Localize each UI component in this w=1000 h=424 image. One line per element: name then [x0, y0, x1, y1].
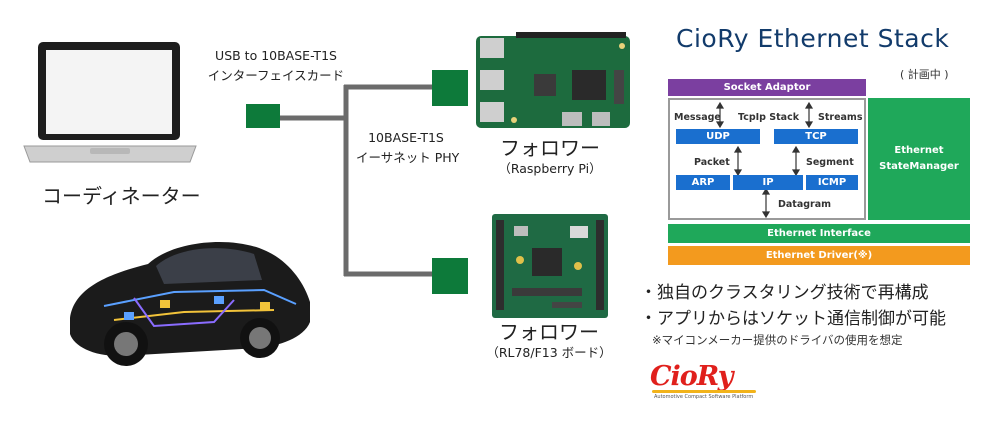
phy-node-follower1	[432, 70, 468, 106]
ciory-logo-tagline: Automotive Compact Software Platform	[654, 394, 754, 400]
streams-label: Streams	[818, 112, 863, 123]
tcp-box: TCP	[774, 129, 858, 144]
follower1-title: フォロワー	[500, 136, 600, 160]
icmp-box: ICMP	[806, 175, 858, 190]
network-lines	[280, 84, 436, 277]
ciory-logo-text: CioRy	[650, 361, 733, 392]
planned-note: ( 計画中 )	[900, 68, 949, 81]
raspberry-pi-board-icon	[476, 32, 630, 128]
interface-card-line2: インターフェイスカード	[207, 68, 345, 83]
ciory-logo-swoosh	[652, 390, 756, 393]
ethernet-statemanager-box: Ethernet StateManager	[868, 98, 970, 220]
stack-arrows	[715, 101, 814, 219]
phy-line2: イーサネット PHY	[356, 150, 460, 165]
car-wiring-illustration	[70, 241, 310, 366]
udp-box: UDP	[676, 129, 760, 144]
coordinator-label: コーディネーター	[42, 184, 201, 208]
ip-box: IP	[733, 175, 803, 190]
socket-adaptor-box: Socket Adaptor	[668, 79, 866, 96]
ethernet-interface-box: Ethernet Interface	[668, 224, 970, 243]
segment-label: Segment	[806, 157, 854, 168]
rl78-board-icon	[492, 214, 608, 318]
laptop-icon	[23, 42, 197, 163]
driver-note: ※マイコンメーカー提供のドライバの使用を想定	[652, 333, 903, 347]
message-label: Message	[674, 112, 721, 123]
follower2-label: フォロワー （RL78/F13 ボード）	[464, 320, 634, 362]
interface-card-label: USB to 10BASE-T1S インターフェイスカード	[196, 46, 356, 86]
follower1-subtitle: （Raspberry Pi）	[498, 161, 602, 176]
phy-label: 10BASE-T1S イーサネット PHY	[356, 128, 460, 168]
ciory-logo: CioRy Automotive Compact Software Platfo…	[650, 362, 760, 402]
phy-node-follower2	[432, 258, 468, 294]
bullet-clustering: ・独自のクラスタリング技術で再構成	[640, 283, 929, 303]
interface-card-node	[246, 104, 280, 128]
tcpip-stack-frame	[668, 98, 866, 220]
follower2-subtitle: （RL78/F13 ボード）	[486, 345, 612, 360]
ethernet-driver-box: Ethernet Driver(※)	[668, 246, 970, 265]
stack-title: CioRy Ethernet Stack	[676, 24, 950, 53]
bullet-socket-control: ・アプリからはソケット通信制御が可能	[640, 309, 946, 329]
phy-line1: 10BASE-T1S	[368, 130, 444, 145]
interface-card-line1: USB to 10BASE-T1S	[215, 48, 337, 63]
packet-label: Packet	[694, 157, 730, 168]
follower2-title: フォロワー	[499, 320, 599, 344]
follower1-label: フォロワー （Raspberry Pi）	[480, 136, 620, 178]
statemanager-line2: StateManager	[879, 161, 959, 172]
arp-box: ARP	[676, 175, 730, 190]
datagram-label: Datagram	[778, 199, 832, 210]
statemanager-line1: Ethernet	[894, 145, 944, 156]
tcpip-stack-label: TcpIp Stack	[738, 112, 800, 123]
